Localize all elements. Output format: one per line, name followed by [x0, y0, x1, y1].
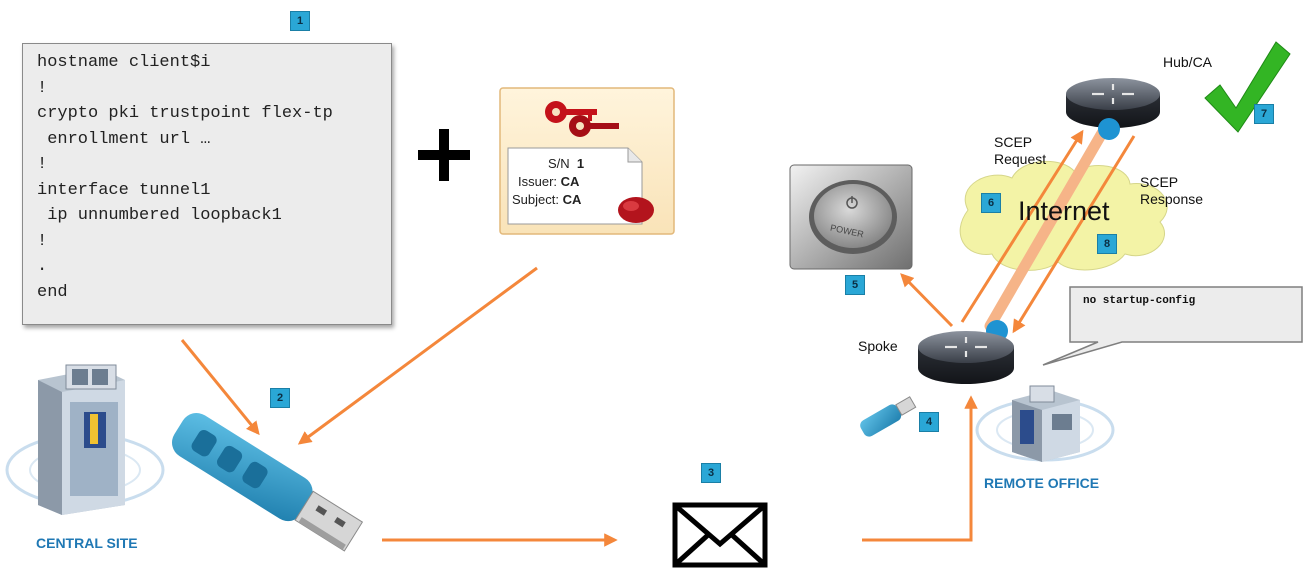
config-line: !: [37, 78, 48, 98]
step-badge-5: 5: [845, 275, 865, 295]
callout-text: no startup-config: [1083, 295, 1196, 307]
central-site-building: [5, 364, 165, 515]
config-line: !: [37, 155, 48, 174]
spoke-label: Spoke: [858, 338, 898, 354]
arrow-config-to-usb: [180, 339, 260, 436]
config-line: enrollment url …: [37, 129, 211, 149]
scep-request-label-line2: Request: [994, 151, 1047, 167]
cert-subject: Subject: CA: [512, 192, 582, 207]
step-badge-2: 2: [270, 388, 290, 408]
scep-request-label-line1: SCEP: [994, 134, 1033, 150]
config-line: !: [37, 231, 48, 251]
arrow-scep-request: [960, 129, 1084, 323]
arrow-cert-to-usb: [297, 266, 538, 445]
scep-response-label-line2: Response: [1140, 191, 1204, 207]
cert-serial: S/N 1: [548, 156, 585, 171]
spoke-router-icon: [918, 320, 1014, 384]
config-line: crypto pki trustpoint flex-tp: [37, 104, 333, 123]
usb-stick-icon: [172, 413, 364, 552]
envelope-icon: [672, 502, 768, 568]
cert-issuer: Issuer: CA: [518, 174, 580, 189]
small-usb-icon: [860, 396, 917, 437]
remote-office-building: [975, 385, 1115, 462]
config-line: end: [37, 282, 68, 302]
step-badge-8: 8: [1097, 234, 1117, 254]
key-icon: [545, 101, 619, 137]
power-button-icon: [789, 164, 913, 270]
step-badge-3: 3: [701, 463, 721, 483]
step-badge-6: 6: [981, 193, 1001, 213]
step-badge-7: 7: [1254, 104, 1274, 124]
plus-icon: [418, 129, 470, 181]
scep-response-label-line1: SCEP: [1140, 174, 1179, 190]
hub-router-icon: [1066, 78, 1160, 140]
callout-box: [1042, 286, 1303, 366]
config-snippet-box: hostname client$i ! crypto pki trustpoin…: [22, 43, 392, 325]
internet-label: Internet: [1018, 196, 1110, 226]
central-site-caption: CENTRAL SITE: [36, 535, 138, 551]
arrow-mail-to-spoke: [862, 395, 978, 542]
config-line: interface tunnel1: [37, 180, 211, 200]
arrow-scep-response: [1012, 135, 1136, 334]
config-line: .: [37, 257, 48, 276]
checkmark-icon: [1204, 41, 1291, 133]
remote-office-caption: REMOTE OFFICE: [984, 475, 1100, 491]
config-line: hostname client$i: [37, 53, 211, 72]
certificate-card: [499, 87, 675, 235]
hub-label: Hub/CA: [1163, 54, 1213, 70]
step-badge-1: 1: [290, 11, 310, 31]
step-badge-4: 4: [919, 412, 939, 432]
arrow-spoke-to-power: [900, 273, 954, 328]
wax-seal-icon: [618, 197, 654, 223]
config-line: ip unnumbered loopback1: [37, 206, 282, 225]
